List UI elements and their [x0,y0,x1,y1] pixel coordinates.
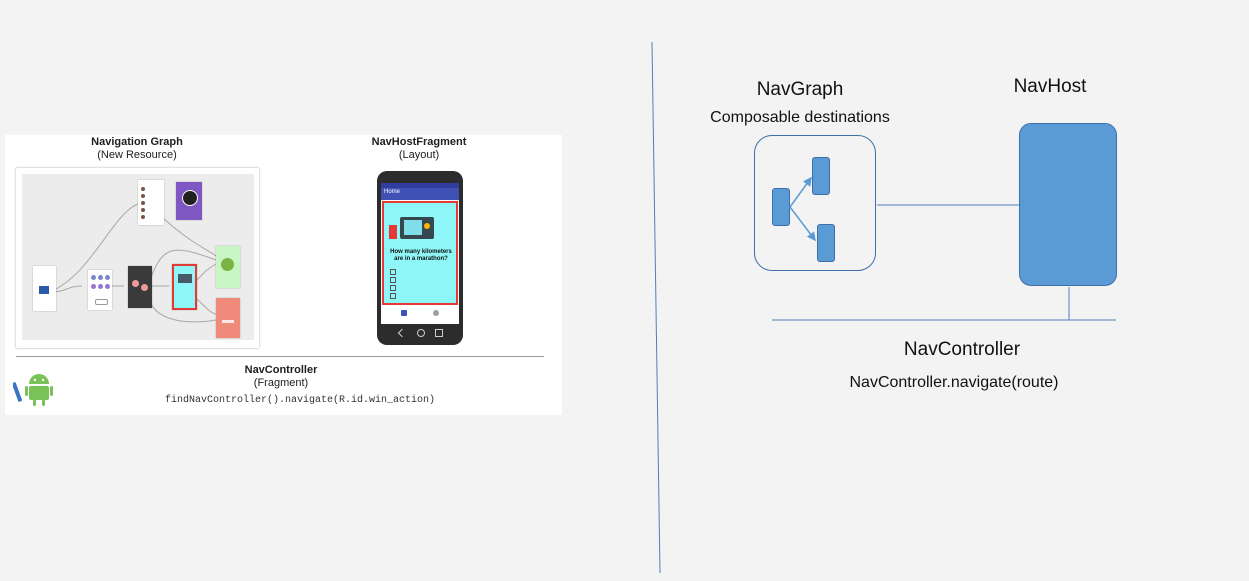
graph-node-match [128,266,152,308]
navhost-label: NavHost [1013,76,1087,97]
phone-app-bar-title: Home [384,189,401,195]
answer-checkbox[interactable] [390,293,396,299]
android-robot-icon [13,374,53,406]
answer-checkbox[interactable] [390,269,396,275]
phone-nav-host-content: How many kilometers are in a marathon? [382,201,458,305]
destination-a [812,157,830,195]
answer-checkbox[interactable] [390,277,396,283]
destination-b [817,224,835,262]
android-navigation-panel: Navigation Graph (New Resource) NavHostF… [5,135,562,415]
nav-controller-title: NavController [244,364,318,376]
nav-graph-title: Navigation Graph [91,136,183,148]
nav-controller-code: findNavController().navigate(R.id.win_ac… [165,395,436,406]
navgraph-label: NavGraph [756,79,844,100]
bottom-nav-rules-icon[interactable] [433,310,439,316]
graph-node-leaderboard [138,180,164,225]
graph-node-user-profile [176,182,202,220]
nav-graph-canvas [22,174,254,340]
phone-status-bar [381,183,459,188]
nav-graph-editor [16,168,259,348]
navcontroller-code: NavController.navigate(route) [849,374,1059,391]
phone-question-text: How many kilometers are in a marathon? [390,249,452,262]
destination-start [772,188,790,226]
nav-controller-subtitle: (Fragment) [253,377,309,389]
navgraph-sublabel: Composable destinations [710,109,890,126]
left-divider [16,356,544,357]
tv-icon [400,217,434,239]
navcontroller-label: NavController [903,339,1021,360]
navgraph-arrows [789,176,816,242]
graph-node-register [88,270,112,310]
phone-mockup: Home How many kilometers are in a marath… [377,171,463,345]
nav-host-fragment-subtitle: (Layout) [398,149,440,161]
phone-screen: Home How many kilometers are in a marath… [381,183,459,324]
navhost-box [1019,123,1117,286]
graph-node-game-won [216,246,240,288]
navgraph-box [754,135,876,271]
answer-checkbox[interactable] [390,285,396,291]
nav-host-fragment-title: NavHostFragment [371,136,467,148]
home-icon[interactable] [417,329,425,337]
graph-node-in-game [172,264,197,310]
overview-icon[interactable] [435,329,443,337]
graph-node-title-screen [33,266,56,311]
phone-app-bar: Home [381,188,459,200]
popcorn-icon [389,225,397,239]
vertical-divider [651,41,661,574]
bottom-nav-home-icon[interactable] [401,310,407,316]
nav-graph-subtitle: (New Resource) [97,149,177,161]
graph-node-game-over [216,298,240,338]
